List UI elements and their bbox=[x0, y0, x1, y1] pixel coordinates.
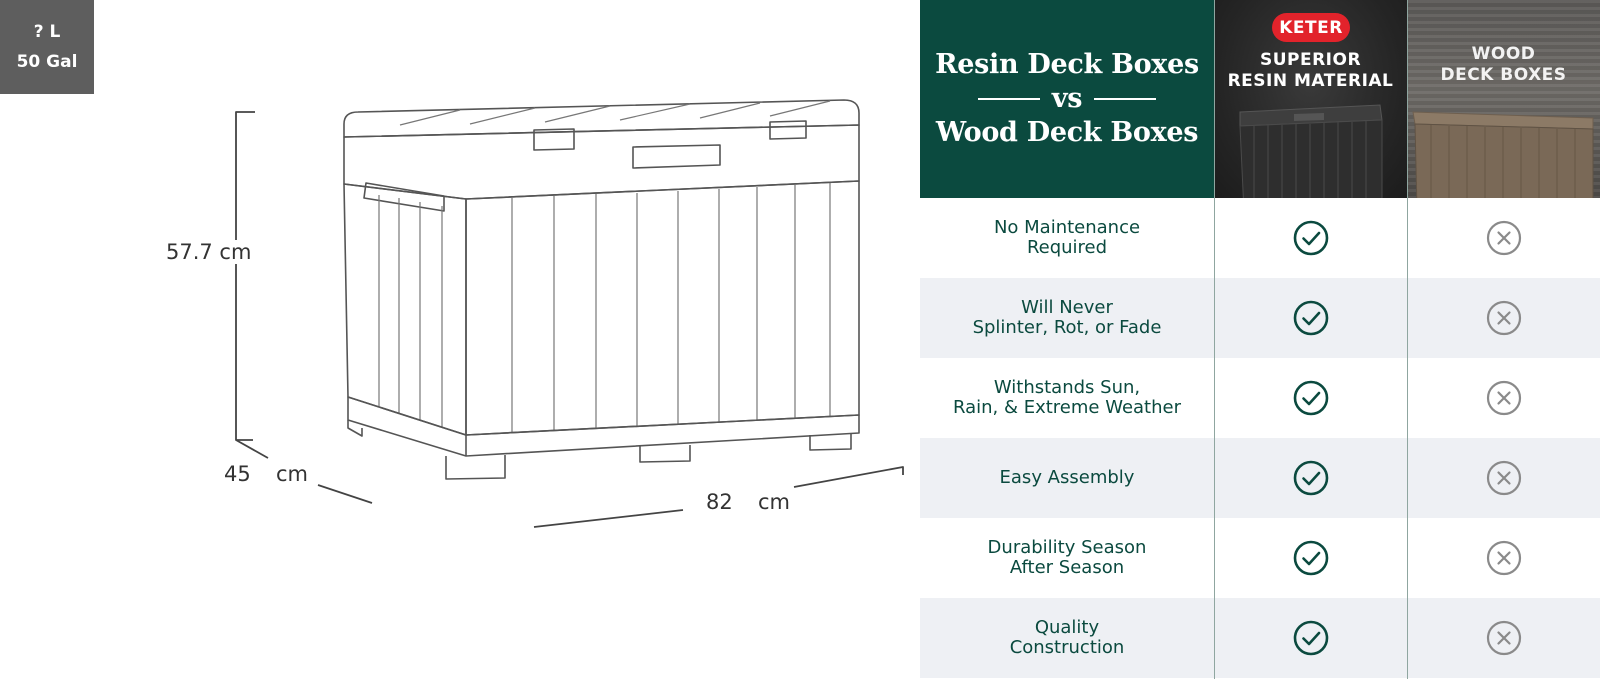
column-divider bbox=[1407, 0, 1408, 679]
resin-column-header: KETER SUPERIOR RESIN MATERIAL bbox=[1214, 0, 1407, 198]
capacity-gallons: 50 Gal bbox=[16, 52, 78, 72]
resin-cell bbox=[1214, 598, 1407, 678]
width-dimension-unit: cm bbox=[756, 490, 793, 514]
table-row: Withstands Sun, Rain, & Extreme Weather bbox=[920, 358, 1600, 438]
check-icon bbox=[1293, 460, 1328, 496]
comparison-title: Resin Deck Boxes vs Wood Deck Boxes bbox=[920, 0, 1214, 198]
feature-label: Durability Season After Season bbox=[987, 537, 1147, 578]
resin-cell bbox=[1214, 278, 1407, 358]
feature-label: Quality Construction bbox=[1009, 617, 1125, 658]
x-icon bbox=[1486, 220, 1521, 256]
capacity-badge: ? L 50 Gal bbox=[0, 0, 94, 94]
check-icon bbox=[1293, 540, 1328, 576]
feature-label: No Maintenance Required bbox=[993, 217, 1141, 258]
feature-label: Withstands Sun, Rain, & Extreme Weather bbox=[952, 377, 1182, 418]
table-row: Will Never Splinter, Rot, or Fade bbox=[920, 278, 1600, 358]
wood-header-line1: WOOD bbox=[1471, 44, 1536, 64]
table-row: Durability Season After Season bbox=[920, 518, 1600, 598]
depth-dimension-unit: cm bbox=[274, 462, 311, 486]
wood-deck-box-image bbox=[1412, 111, 1594, 198]
check-icon bbox=[1293, 300, 1328, 336]
x-icon bbox=[1486, 540, 1521, 576]
comparison-table: Resin Deck Boxes vs Wood Deck Boxes KETE… bbox=[920, 0, 1600, 679]
comparison-rows: No Maintenance Required Will Never Splin… bbox=[920, 198, 1600, 678]
x-icon bbox=[1486, 300, 1521, 336]
divider-line bbox=[977, 98, 1040, 100]
resin-header-line2: RESIN MATERIAL bbox=[1227, 71, 1394, 91]
feature-label: Easy Assembly bbox=[999, 467, 1135, 488]
x-icon bbox=[1486, 620, 1521, 656]
resin-header-line1: SUPERIOR bbox=[1259, 50, 1362, 70]
resin-cell bbox=[1214, 198, 1407, 278]
deck-box-drawing: 57.7 cm 45 cm 82 cm bbox=[164, 99, 904, 528]
check-icon bbox=[1293, 220, 1328, 256]
title-vs-row: vs bbox=[977, 82, 1157, 116]
x-icon bbox=[1486, 380, 1521, 416]
wood-column-header: WOOD DECK BOXES bbox=[1407, 0, 1600, 198]
wood-cell bbox=[1407, 598, 1600, 678]
feature-label: Will Never Splinter, Rot, or Fade bbox=[972, 297, 1162, 338]
wood-header-line2: DECK BOXES bbox=[1440, 65, 1567, 85]
divider-line bbox=[1094, 98, 1157, 100]
resin-cell bbox=[1214, 358, 1407, 438]
capacity-liters: ? L bbox=[33, 22, 61, 42]
wood-header-label: WOOD DECK BOXES bbox=[1407, 44, 1600, 86]
table-row: Quality Construction bbox=[920, 598, 1600, 678]
width-dimension-value: 82 bbox=[704, 490, 735, 514]
check-icon bbox=[1293, 380, 1328, 416]
wood-cell bbox=[1407, 518, 1600, 598]
deck-box-line-art bbox=[235, 99, 904, 528]
title-resin: Resin Deck Boxes bbox=[935, 49, 1199, 80]
wood-cell bbox=[1407, 278, 1600, 358]
check-icon bbox=[1293, 620, 1328, 656]
resin-header-label: SUPERIOR RESIN MATERIAL bbox=[1214, 50, 1407, 92]
keter-logo: KETER bbox=[1272, 13, 1350, 42]
depth-dimension-value: 45 bbox=[222, 462, 253, 486]
wood-cell bbox=[1407, 198, 1600, 278]
table-row: No Maintenance Required bbox=[920, 198, 1600, 278]
title-wood: Wood Deck Boxes bbox=[935, 117, 1199, 148]
wood-cell bbox=[1407, 358, 1600, 438]
column-divider bbox=[1214, 0, 1215, 679]
title-vs: vs bbox=[1051, 83, 1083, 114]
table-row: Easy Assembly bbox=[920, 438, 1600, 518]
x-icon bbox=[1486, 460, 1521, 496]
resin-cell bbox=[1214, 518, 1407, 598]
resin-deck-box-image bbox=[1239, 104, 1383, 198]
wood-cell bbox=[1407, 438, 1600, 518]
height-dimension-label: 57.7 cm bbox=[164, 240, 254, 264]
resin-cell bbox=[1214, 438, 1407, 518]
